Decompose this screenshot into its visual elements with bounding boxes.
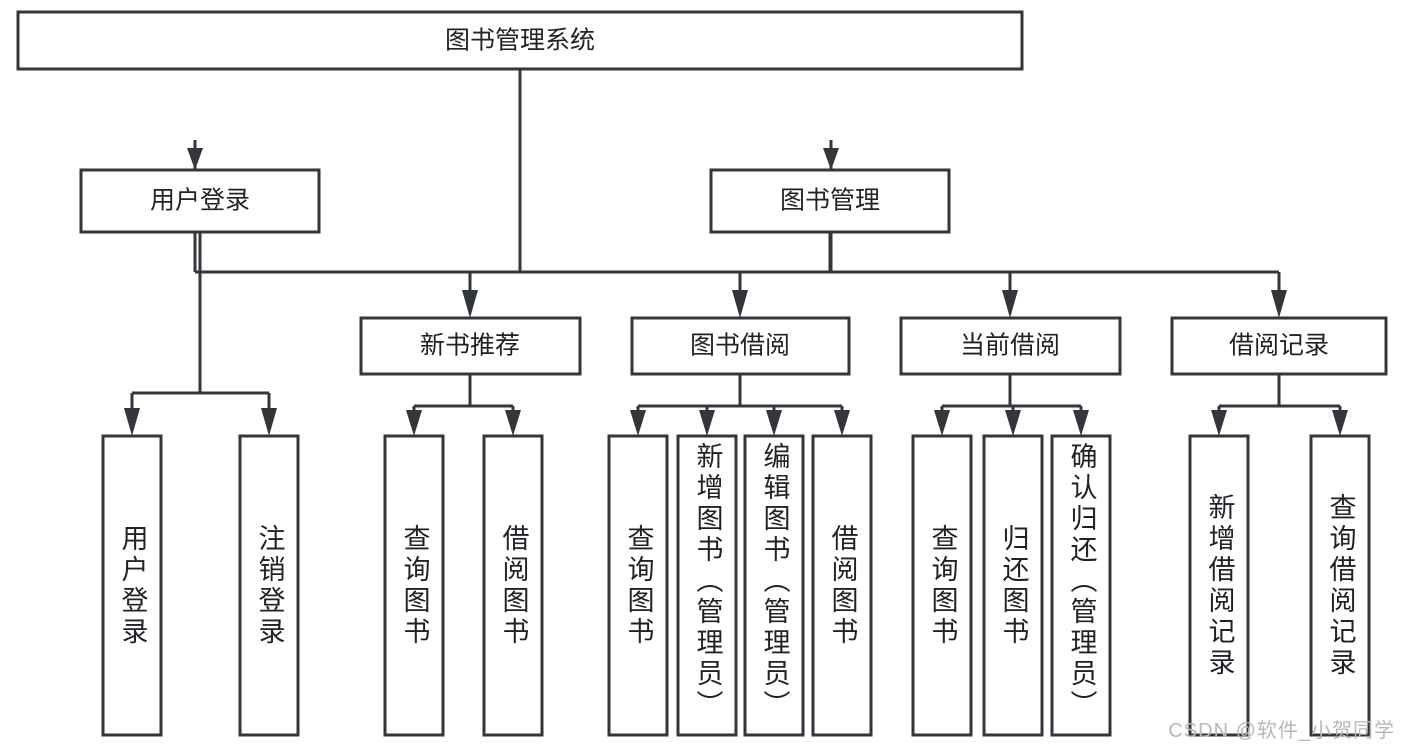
borrow-record-box[interactable]: [1170, 316, 1388, 376]
current-borrow-label: 当前借阅: [960, 332, 1060, 360]
node-book-borrow[interactable]: 图书借阅: [630, 316, 851, 376]
arrow-leaf-return-book: [1005, 410, 1021, 436]
leaf-box-confirm-return[interactable]: [1050, 434, 1112, 737]
leaf-box-layer: [101, 434, 1371, 737]
leaf-box-add-record[interactable]: [1188, 434, 1250, 737]
leaf-box-logout[interactable]: [238, 434, 300, 737]
node-root[interactable]: 图书管理系统: [16, 10, 1024, 71]
current-borrow-box[interactable]: [899, 316, 1122, 376]
arrow-leaf-logout: [261, 408, 277, 436]
leaf-box-borrow-book-a[interactable]: [482, 434, 544, 737]
arrow-leaf-user-login: [124, 408, 140, 436]
arrow-leaf-edit-book: [766, 410, 782, 436]
leaf-box-query-book-c[interactable]: [911, 434, 973, 737]
leaf-box-query-record[interactable]: [1309, 434, 1371, 737]
user-login-box[interactable]: [79, 168, 321, 234]
arrow-leaf-confirm-return: [1073, 410, 1089, 436]
node-current-borrow[interactable]: 当前借阅: [899, 316, 1122, 376]
arrow-to-book-borrow: [732, 290, 748, 318]
edge-layer: [124, 69, 1348, 436]
leaf-box-query-book-b[interactable]: [607, 434, 669, 737]
book-management-label: 图书管理: [780, 187, 880, 215]
arrow-leaf-query-book-b: [630, 410, 646, 436]
root-box[interactable]: [16, 10, 1024, 71]
book-management-box[interactable]: [709, 168, 951, 234]
leaf-box-query-book-a[interactable]: [383, 434, 445, 737]
new-book-recommend-box[interactable]: [359, 316, 582, 376]
node-user-login[interactable]: 用户登录: [79, 168, 321, 234]
book-borrow-box[interactable]: [630, 316, 851, 376]
leaf-box-edit-book[interactable]: [743, 434, 805, 737]
borrow-record-label: 借阅记录: [1229, 332, 1329, 360]
book-borrow-label: 图书借阅: [690, 332, 790, 360]
node-borrow-record[interactable]: 借阅记录: [1170, 316, 1388, 376]
arrow-leaf-add-record: [1211, 410, 1227, 436]
arrow-to-borrow-record: [1271, 290, 1287, 318]
user-login-label: 用户登录: [150, 187, 250, 215]
arrow-to-user-login: [187, 148, 203, 170]
new-book-recommend-label: 新书推荐: [420, 332, 520, 360]
arrow-leaf-query-book-a: [406, 410, 422, 436]
arrow-to-current-borrow: [1002, 290, 1018, 318]
csdn-watermark: CSDN @软件_小贺同学: [1168, 720, 1395, 742]
leaf-box-return-book[interactable]: [982, 434, 1044, 737]
leaf-box-borrow-book-b[interactable]: [811, 434, 873, 737]
arrow-to-new-book-rec: [462, 290, 478, 318]
leaf-box-add-book[interactable]: [676, 434, 738, 737]
leaf-box-user-login[interactable]: [101, 434, 163, 737]
arrow-leaf-add-book: [699, 410, 715, 436]
arrow-leaf-query-book-c: [934, 410, 950, 436]
root-label: 图书管理系统: [445, 27, 595, 55]
node-new-book-recommend[interactable]: 新书推荐: [359, 316, 582, 376]
arrow-to-book-mgmt: [823, 148, 839, 170]
arrow-leaf-borrow-book-a: [505, 410, 521, 436]
arrow-leaf-borrow-book-b: [834, 410, 850, 436]
node-book-management[interactable]: 图书管理: [709, 168, 951, 234]
arrow-leaf-query-record: [1332, 410, 1348, 436]
